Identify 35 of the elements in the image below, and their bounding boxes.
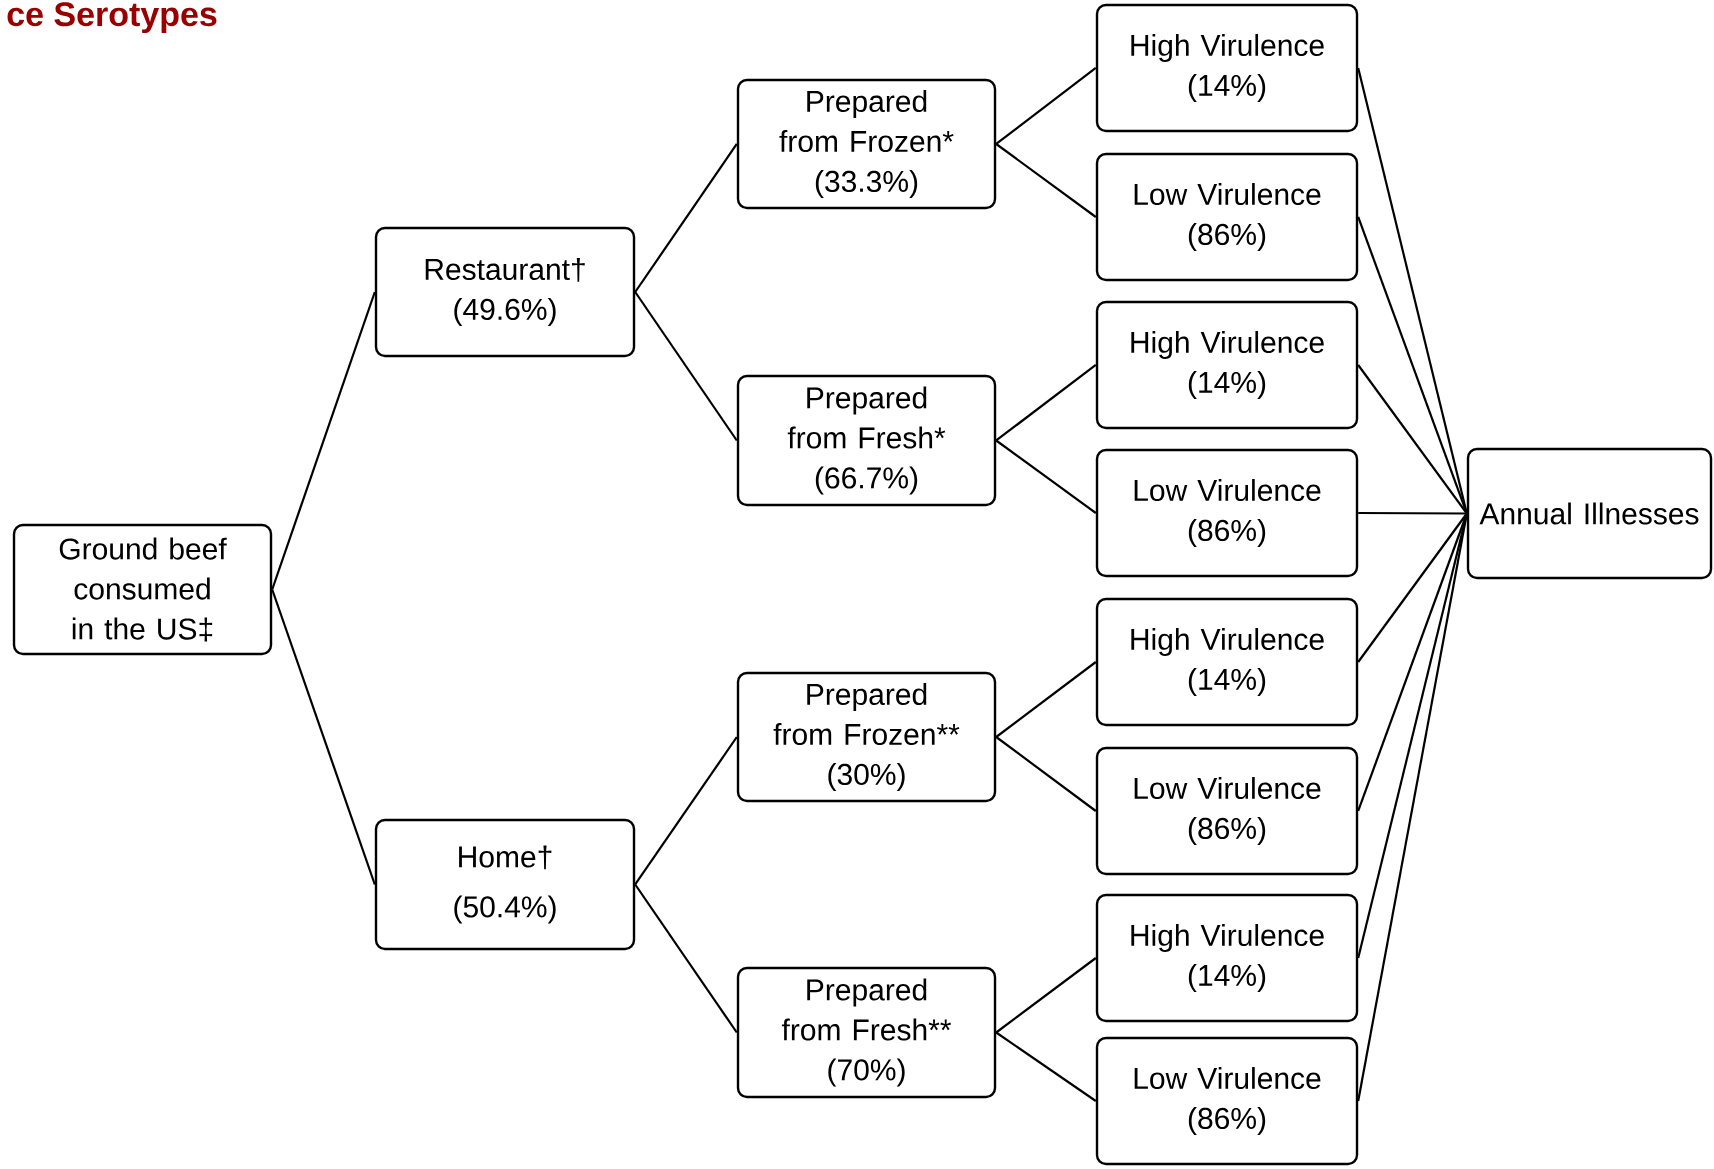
tree-box: Low Virulence (86%) bbox=[1095, 448, 1359, 578]
tree-box: Restaurant† (49.6%) bbox=[374, 226, 636, 358]
tree-box: High Virulence (14%) bbox=[1095, 893, 1359, 1023]
connector-line bbox=[1357, 216, 1468, 514]
connector-line bbox=[995, 143, 1097, 218]
connector-line bbox=[271, 291, 376, 590]
connector-line bbox=[1358, 511, 1467, 515]
connector-line bbox=[995, 661, 1097, 738]
tree-box: Prepared from Fresh* (66.7%) bbox=[736, 374, 997, 507]
connector-line bbox=[1357, 512, 1468, 663]
tree-box: High Virulence (14%) bbox=[1095, 597, 1359, 727]
connector-line bbox=[634, 143, 738, 293]
tree-box: High Virulence (14%) bbox=[1095, 3, 1359, 133]
root-box: Ground beef consumed in the US‡ bbox=[12, 523, 273, 656]
connector-line bbox=[634, 736, 738, 886]
connector-line bbox=[995, 1031, 1097, 1102]
connector-line bbox=[995, 957, 1097, 1034]
title: ce Serotypes bbox=[7, 2, 217, 33]
connector-line bbox=[1357, 364, 1468, 515]
connector-line bbox=[634, 291, 738, 442]
tree-box: Prepared from Frozen* (33.3%) bbox=[736, 78, 997, 210]
tree-box: Low Virulence (86%) bbox=[1095, 746, 1359, 876]
tree-box: Prepared from Fresh** (70%) bbox=[736, 966, 997, 1099]
outcome-box: Annual Illnesses bbox=[1466, 447, 1713, 580]
tree-box: Low Virulence (86%) bbox=[1095, 1036, 1359, 1166]
connector-line bbox=[995, 364, 1097, 442]
connector-line bbox=[634, 883, 738, 1034]
connector-line bbox=[995, 67, 1097, 145]
tree-box: Prepared from Frozen** (30%) bbox=[736, 671, 997, 803]
connector-line bbox=[995, 439, 1097, 514]
tree-box: Low Virulence (86%) bbox=[1095, 152, 1359, 282]
connector-line bbox=[995, 736, 1097, 812]
tree-box: High Virulence (14%) bbox=[1095, 300, 1359, 430]
tree-box: Home† (50.4%) bbox=[374, 818, 636, 951]
connector-line bbox=[271, 589, 376, 885]
